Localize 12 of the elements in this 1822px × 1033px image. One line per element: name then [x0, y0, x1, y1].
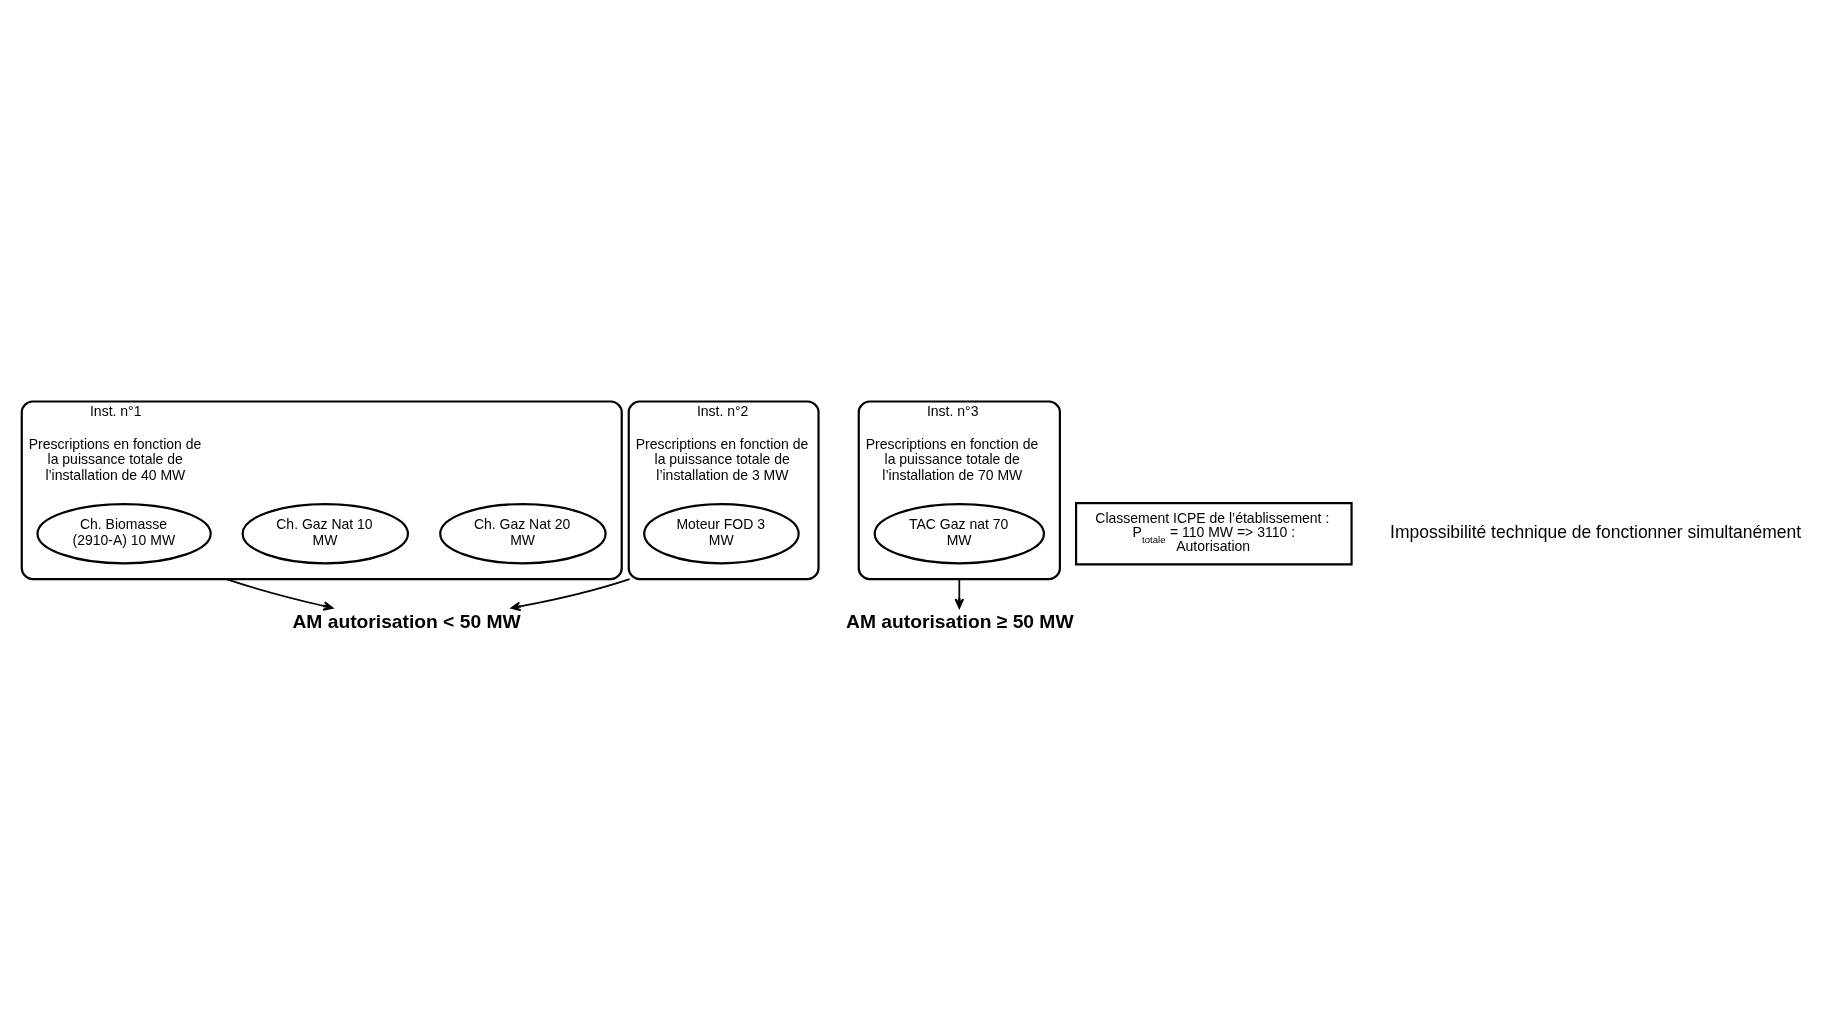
arrow	[225, 577, 334, 611]
node-text: AM autorisation ≥ 50 MW	[846, 610, 1074, 632]
node-ellipse: Ch. Gaz Nat 20 MW	[439, 502, 607, 564]
label: Impossibilité technique de fonctionner simultanément	[1390, 521, 1802, 542]
node-ellipse: Ch. Gaz Nat 10 MW	[241, 502, 409, 564]
node-ellipse: Ch. Biomasse (2910-A) 10 MW	[36, 502, 212, 564]
node-box: Classement ICPE de l’établissement : P$_{totale}$ = 110 MW => 3110 : Autorisation	[1075, 501, 1353, 565]
node-text: AM autorisation < 50 MW	[292, 610, 521, 632]
arrow	[954, 577, 965, 609]
node-ellipse: Moteur FOD 3 MW	[643, 502, 800, 564]
arrow	[510, 577, 631, 611]
node-ellipse: TAC Gaz nat 70 MW	[873, 502, 1046, 564]
